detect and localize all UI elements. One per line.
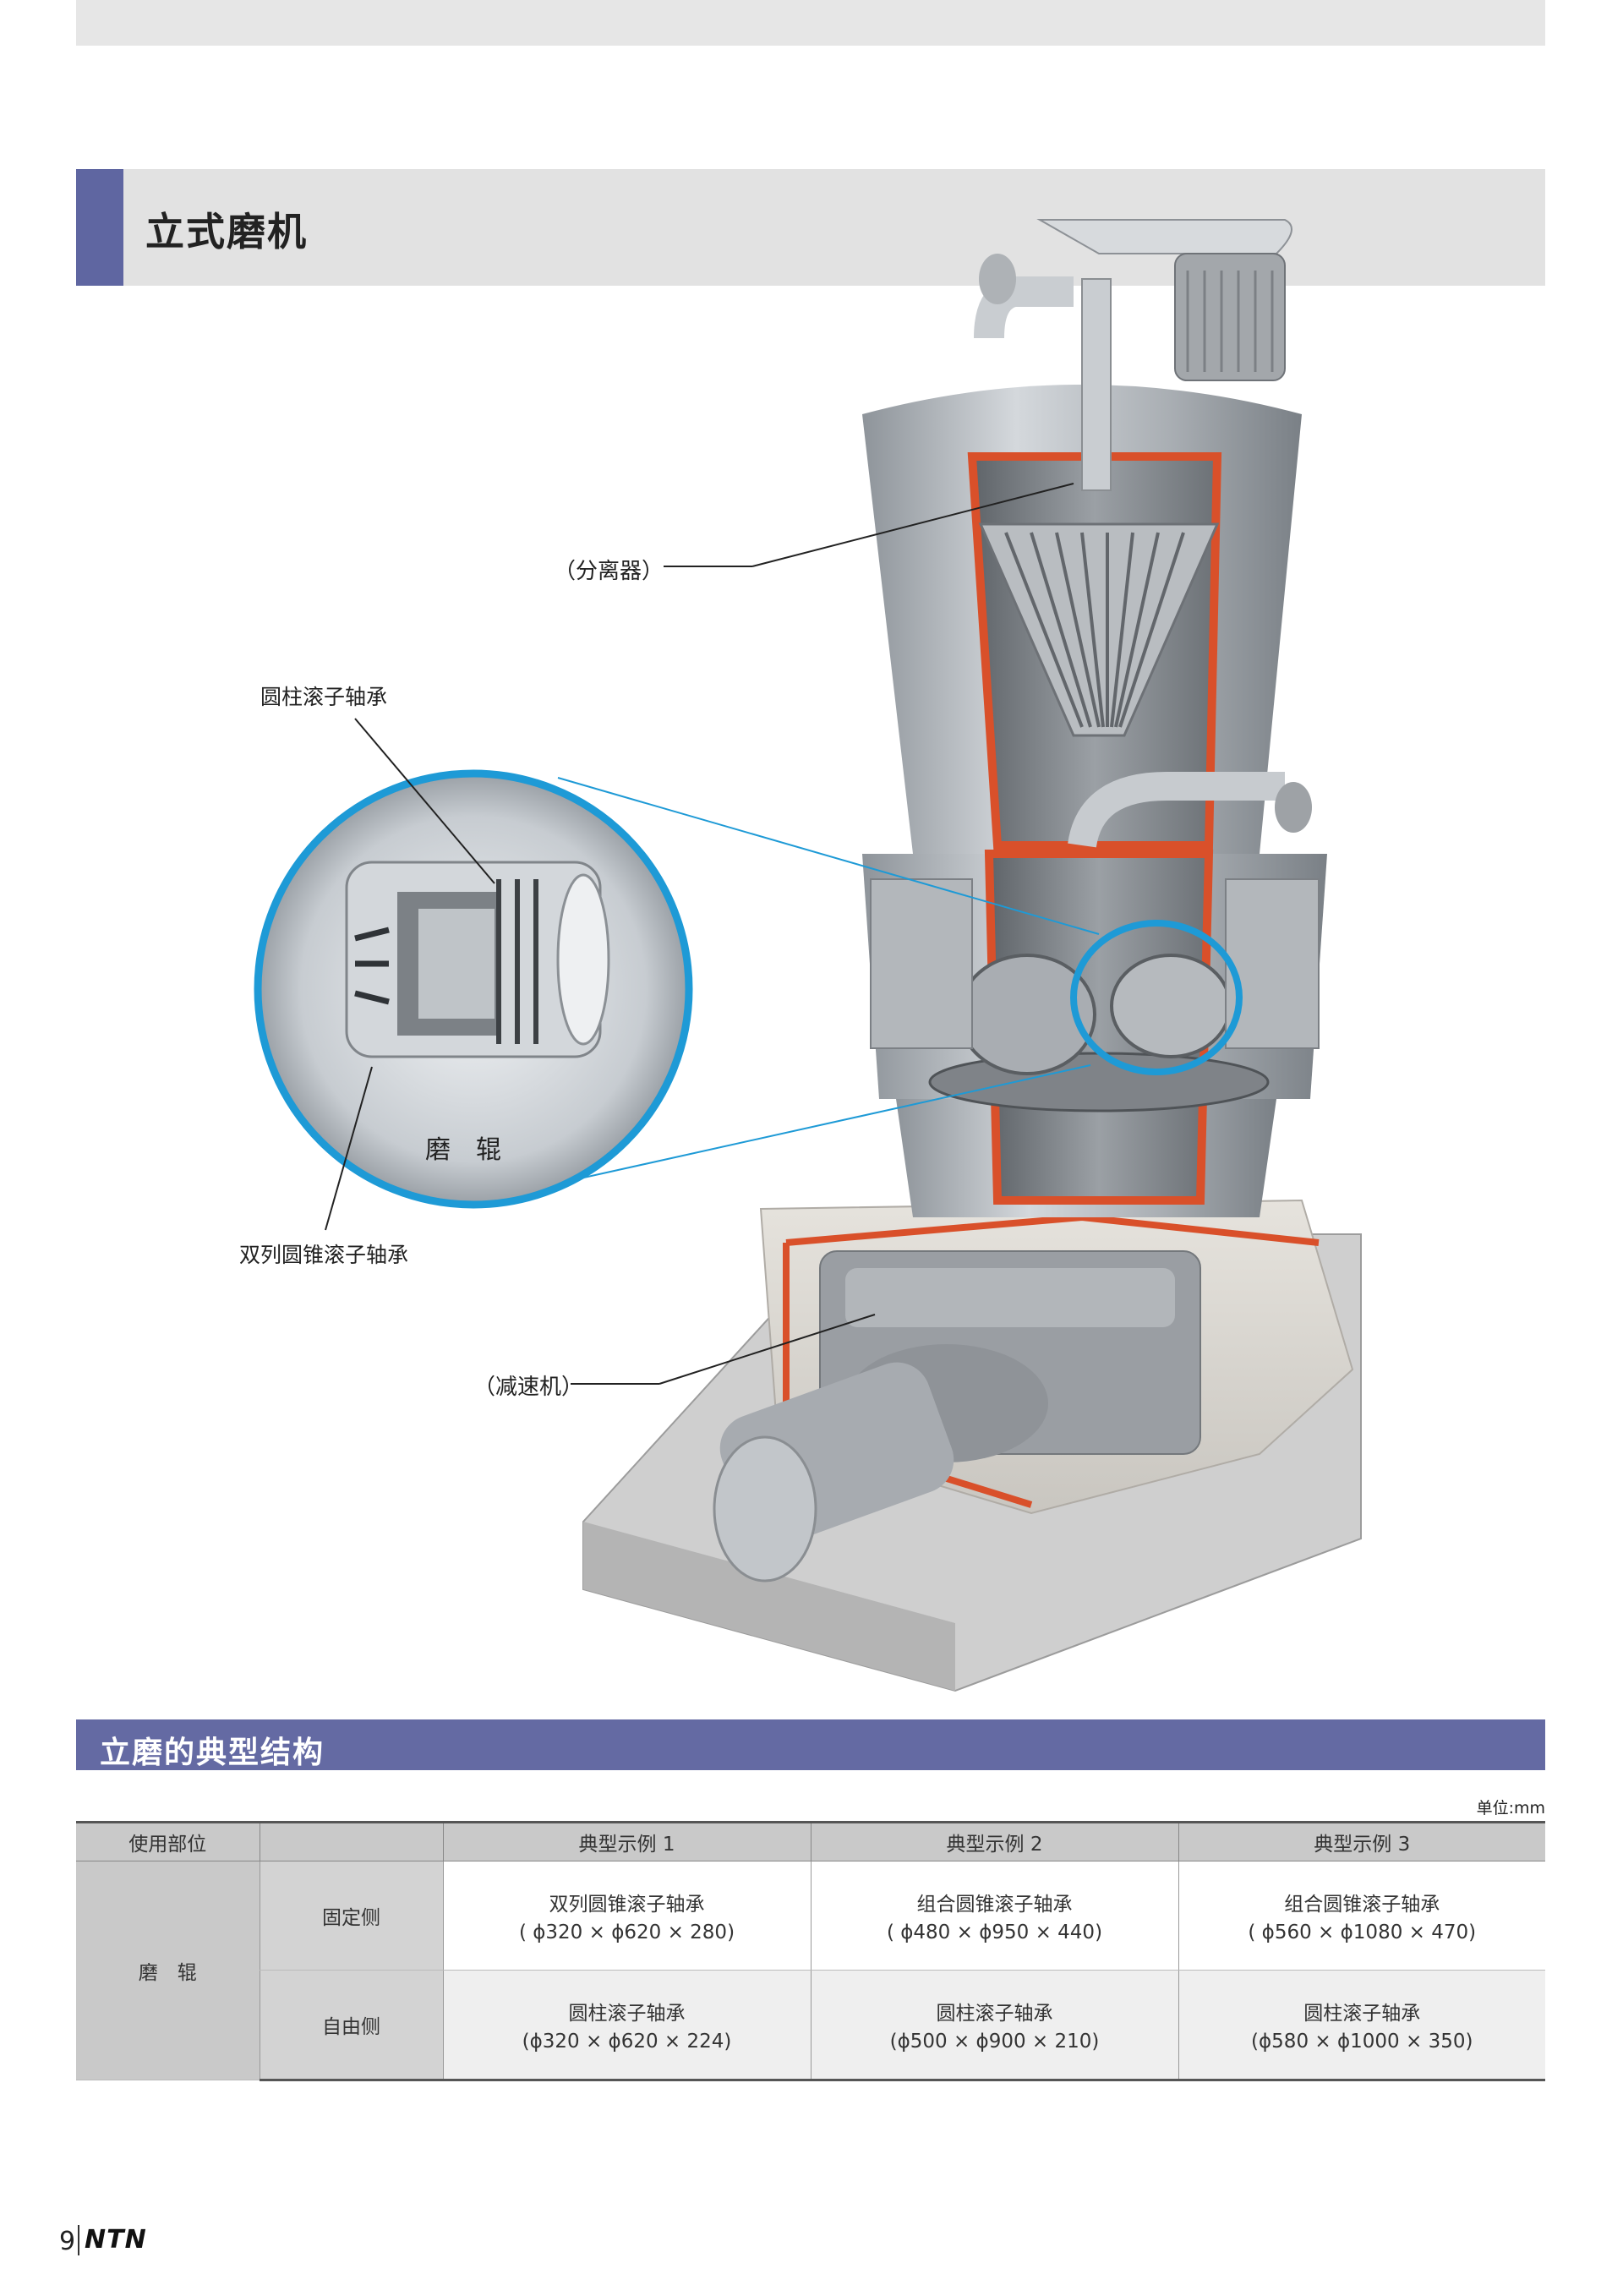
header-example-1: 典型示例 1 <box>442 1821 811 1861</box>
top-drive-housing <box>1036 219 1292 254</box>
table-header-row: 使用部位 典型示例 1 典型示例 2 典型示例 3 <box>76 1821 1545 1861</box>
callout-grinding-roller: 磨 辊 <box>425 1135 501 1165</box>
bearing-name: 圆柱滚子轴承 <box>568 2003 686 2025</box>
top-band <box>76 0 1545 46</box>
bearing-name: 双列圆锥滚子轴承 <box>549 1894 705 1916</box>
bearing-dimensions: ( ϕ320 × ϕ620 × 280) <box>518 1922 735 1943</box>
bearing-illustration <box>345 861 610 1058</box>
side-cell: 自由侧 <box>259 1970 443 2081</box>
table-cell: 组合圆锥滚子轴承 ( ϕ560 × ϕ1080 × 470) <box>1178 1861 1545 1971</box>
bearing-dimensions: ( ϕ560 × ϕ1080 × 470) <box>1248 1922 1477 1943</box>
side-cell: 固定侧 <box>259 1861 443 1971</box>
callout-separator: （分离器） <box>554 559 664 584</box>
bearing-name: 组合圆锥滚子轴承 <box>1284 1894 1440 1916</box>
page-title: 立式磨机 <box>145 209 308 254</box>
footer-divider <box>78 2225 79 2255</box>
title-band <box>76 169 1545 286</box>
bearing-name: 圆柱滚子轴承 <box>1303 2003 1421 2025</box>
section-band <box>76 1719 1545 1770</box>
bearing-dimensions: (ϕ320 × ϕ620 × 224) <box>522 2031 732 2053</box>
grinding-roller-right <box>1110 954 1232 1058</box>
title-accent-bar <box>76 169 123 286</box>
vertical-mill-illustration <box>254 219 1362 1692</box>
roller-highlight-circle <box>1070 920 1243 1075</box>
header-side <box>259 1821 443 1861</box>
table-cell: 双列圆锥滚子轴承 ( ϕ320 × ϕ620 × 280) <box>442 1861 811 1971</box>
position-cell: 磨 辊 <box>76 1861 260 2080</box>
bearing-dimensions: ( ϕ480 × ϕ950 × 440) <box>886 1922 1103 1943</box>
separator-motor <box>1174 253 1286 381</box>
separator-rotor <box>978 522 1220 737</box>
bearing-name: 圆柱滚子轴承 <box>936 2003 1053 2025</box>
header-example-3: 典型示例 3 <box>1178 1821 1545 1861</box>
callout-cylindrical-roller-bearing: 圆柱滚子轴承 <box>260 685 388 709</box>
header-position: 使用部位 <box>76 1821 260 1861</box>
bearing-dimensions: (ϕ580 × ϕ1000 × 350) <box>1251 2031 1473 2053</box>
table-row: 自由侧 圆柱滚子轴承 (ϕ320 × ϕ620 × 224) 圆柱滚子轴承 (ϕ… <box>76 1970 1545 2081</box>
table-cell: 圆柱滚子轴承 (ϕ500 × ϕ900 × 210) <box>810 1970 1178 2081</box>
callout-double-row-tapered-bearing: 双列圆锥滚子轴承 <box>239 1243 409 1267</box>
table-cell: 圆柱滚子轴承 (ϕ580 × ϕ1000 × 350) <box>1178 1970 1545 2081</box>
bearing-dimensions: (ϕ500 × ϕ900 × 210) <box>889 2031 1100 2053</box>
brand-logo: NTN <box>85 2225 147 2255</box>
unit-note: 单位:mm <box>1476 1799 1545 1818</box>
table-cell: 圆柱滚子轴承 (ϕ320 × ϕ620 × 224) <box>442 1970 811 2081</box>
page-number: 9 <box>59 2227 76 2256</box>
section-title: 立磨的典型结构 <box>100 1736 325 1770</box>
grinding-table <box>928 1052 1270 1112</box>
typical-structure-table: 使用部位 典型示例 1 典型示例 2 典型示例 3 磨 辊 固定侧 双列圆锥滚子… <box>76 1821 1545 2081</box>
table-cell: 组合圆锥滚子轴承 ( ϕ480 × ϕ950 × 440) <box>810 1861 1178 1971</box>
bearing-name: 组合圆锥滚子轴承 <box>916 1894 1073 1916</box>
callout-reducer: （减速机） <box>473 1375 584 1400</box>
table-row: 磨 辊 固定侧 双列圆锥滚子轴承 ( ϕ320 × ϕ620 × 280) 组合… <box>76 1861 1545 2080</box>
header-example-2: 典型示例 2 <box>810 1821 1178 1861</box>
separator-shaft <box>1081 278 1112 491</box>
